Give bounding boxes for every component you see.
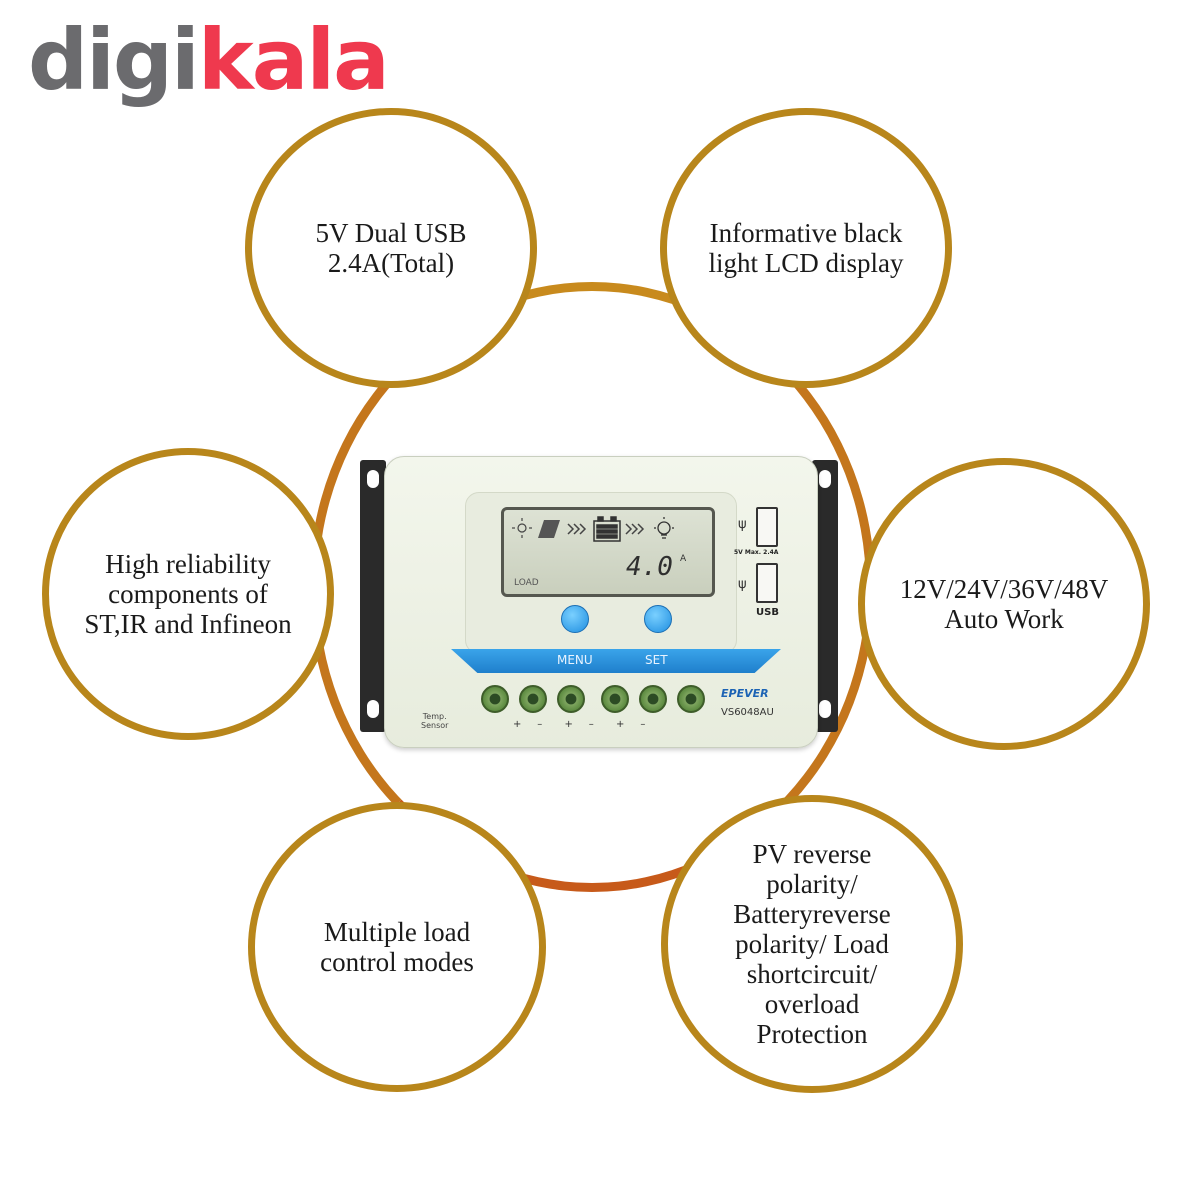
- terminal-polarity-labels: + – + – + –: [513, 719, 646, 730]
- terminal-screw: [677, 685, 705, 713]
- arrow-icon: [567, 523, 587, 535]
- controller-body: LOAD 4.0 A MENU SET ψ 5V Max. 2.4A ψ USB…: [384, 456, 818, 748]
- charge-controller-image: LOAD 4.0 A MENU SET ψ 5V Max. 2.4A ψ USB…: [360, 456, 840, 752]
- mount-hole: [819, 700, 831, 718]
- mount-hole: [367, 700, 379, 718]
- brand-logo: EPEVER: [721, 687, 769, 700]
- set-button: [644, 605, 672, 633]
- feature-reliability-text: High reliability components of ST,IR and…: [84, 549, 292, 639]
- lcd-load-label: LOAD: [514, 578, 539, 588]
- logo-part-digi: digi: [28, 11, 200, 109]
- usb-icon: ψ: [738, 577, 747, 592]
- sun-icon: [512, 518, 532, 538]
- terminal-screw: [639, 685, 667, 713]
- feature-protection: PV reverse polarity/ Batteryreverse pola…: [661, 795, 963, 1093]
- mount-hole: [367, 470, 379, 488]
- usb-icon: ψ: [738, 517, 747, 532]
- solar-panel-icon: [538, 520, 560, 538]
- logo-part-kala: kala: [197, 11, 390, 109]
- terminal-screw: [481, 685, 509, 713]
- mount-hole: [819, 470, 831, 488]
- feature-voltage: 12V/24V/36V/48V Auto Work: [858, 458, 1150, 750]
- usb-label: USB: [756, 607, 779, 618]
- model-number: VS6048AU: [721, 707, 774, 718]
- digikala-logo: digikala: [28, 18, 390, 102]
- lcd-status-icons: [512, 516, 674, 542]
- battery-icon: [593, 516, 621, 542]
- bulb-icon: [654, 517, 674, 539]
- usb-port: [756, 563, 778, 603]
- lcd-unit: A: [680, 554, 687, 564]
- terminal-screw: [557, 685, 585, 713]
- lcd-current-value: 4.0: [626, 552, 673, 582]
- arrow-icon: [625, 523, 645, 535]
- menu-button: [561, 605, 589, 633]
- usb-ports: ψ 5V Max. 2.4A ψ USB: [734, 505, 788, 625]
- feature-usb-text: 5V Dual USB 2.4A(Total): [315, 218, 467, 278]
- set-label: SET: [645, 653, 668, 667]
- usb-port: [756, 507, 778, 547]
- terminal-screw: [601, 685, 629, 713]
- feature-protection-text: PV reverse polarity/ Batteryreverse pola…: [733, 839, 891, 1049]
- feature-load-modes: Multiple load control modes: [248, 802, 546, 1092]
- terminal-screw: [519, 685, 547, 713]
- feature-usb: 5V Dual USB 2.4A(Total): [245, 108, 537, 388]
- blue-label-band: [451, 649, 781, 673]
- feature-reliability: High reliability components of ST,IR and…: [42, 448, 334, 740]
- usb-rating: 5V Max. 2.4A: [734, 549, 779, 556]
- feature-lcd-text: Informative black light LCD display: [708, 218, 904, 278]
- feature-load-modes-text: Multiple load control modes: [320, 917, 474, 977]
- feature-lcd: Informative black light LCD display: [660, 108, 952, 388]
- menu-label: MENU: [557, 653, 593, 667]
- temp-sensor-label: Temp. Sensor: [421, 712, 449, 730]
- lcd-display: LOAD 4.0 A: [501, 507, 715, 597]
- feature-voltage-text: 12V/24V/36V/48V Auto Work: [899, 574, 1109, 634]
- mounting-bracket-left: [360, 460, 386, 732]
